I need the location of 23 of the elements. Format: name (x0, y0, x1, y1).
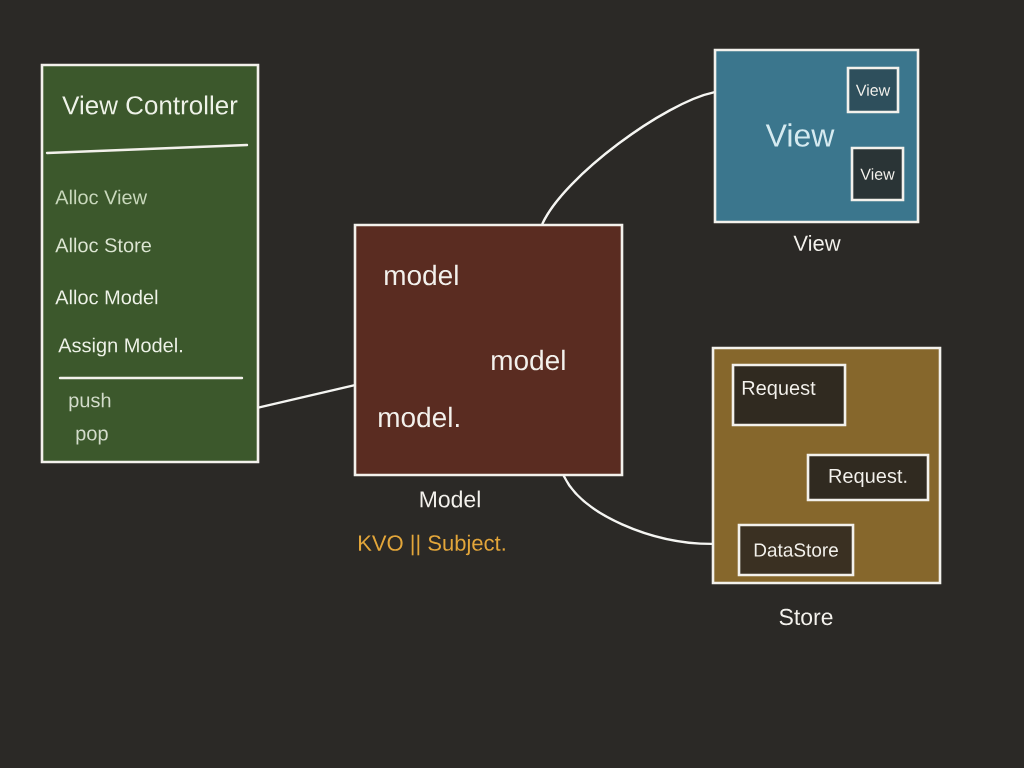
list-item: Alloc Model (55, 289, 158, 305)
list-item: Assign Model. (58, 337, 182, 357)
list-item: Alloc Store (55, 237, 151, 253)
list-item: pop (76, 429, 108, 445)
list-item: Alloc View (55, 189, 148, 205)
subview-box: View (846, 66, 900, 114)
request-box: Request. (806, 453, 930, 502)
item-label: model (385, 264, 458, 286)
connector-line (258, 384, 355, 409)
subview-box: View (850, 146, 905, 202)
box-caption: View (793, 234, 841, 252)
datastore-box: DataStore (737, 523, 855, 577)
box-caption: Model (420, 490, 480, 508)
item-label: model (492, 349, 565, 371)
box-heading: View Controller (62, 95, 238, 115)
request-box: Request (731, 363, 847, 427)
connector-line (562, 475, 713, 546)
note-text: KVO || Subject. (359, 534, 505, 556)
connector-line (541, 91, 715, 225)
item-label: View (765, 123, 835, 147)
box-caption: Store (779, 608, 833, 626)
item-label: model. (379, 406, 459, 428)
list-item: push (69, 392, 111, 412)
